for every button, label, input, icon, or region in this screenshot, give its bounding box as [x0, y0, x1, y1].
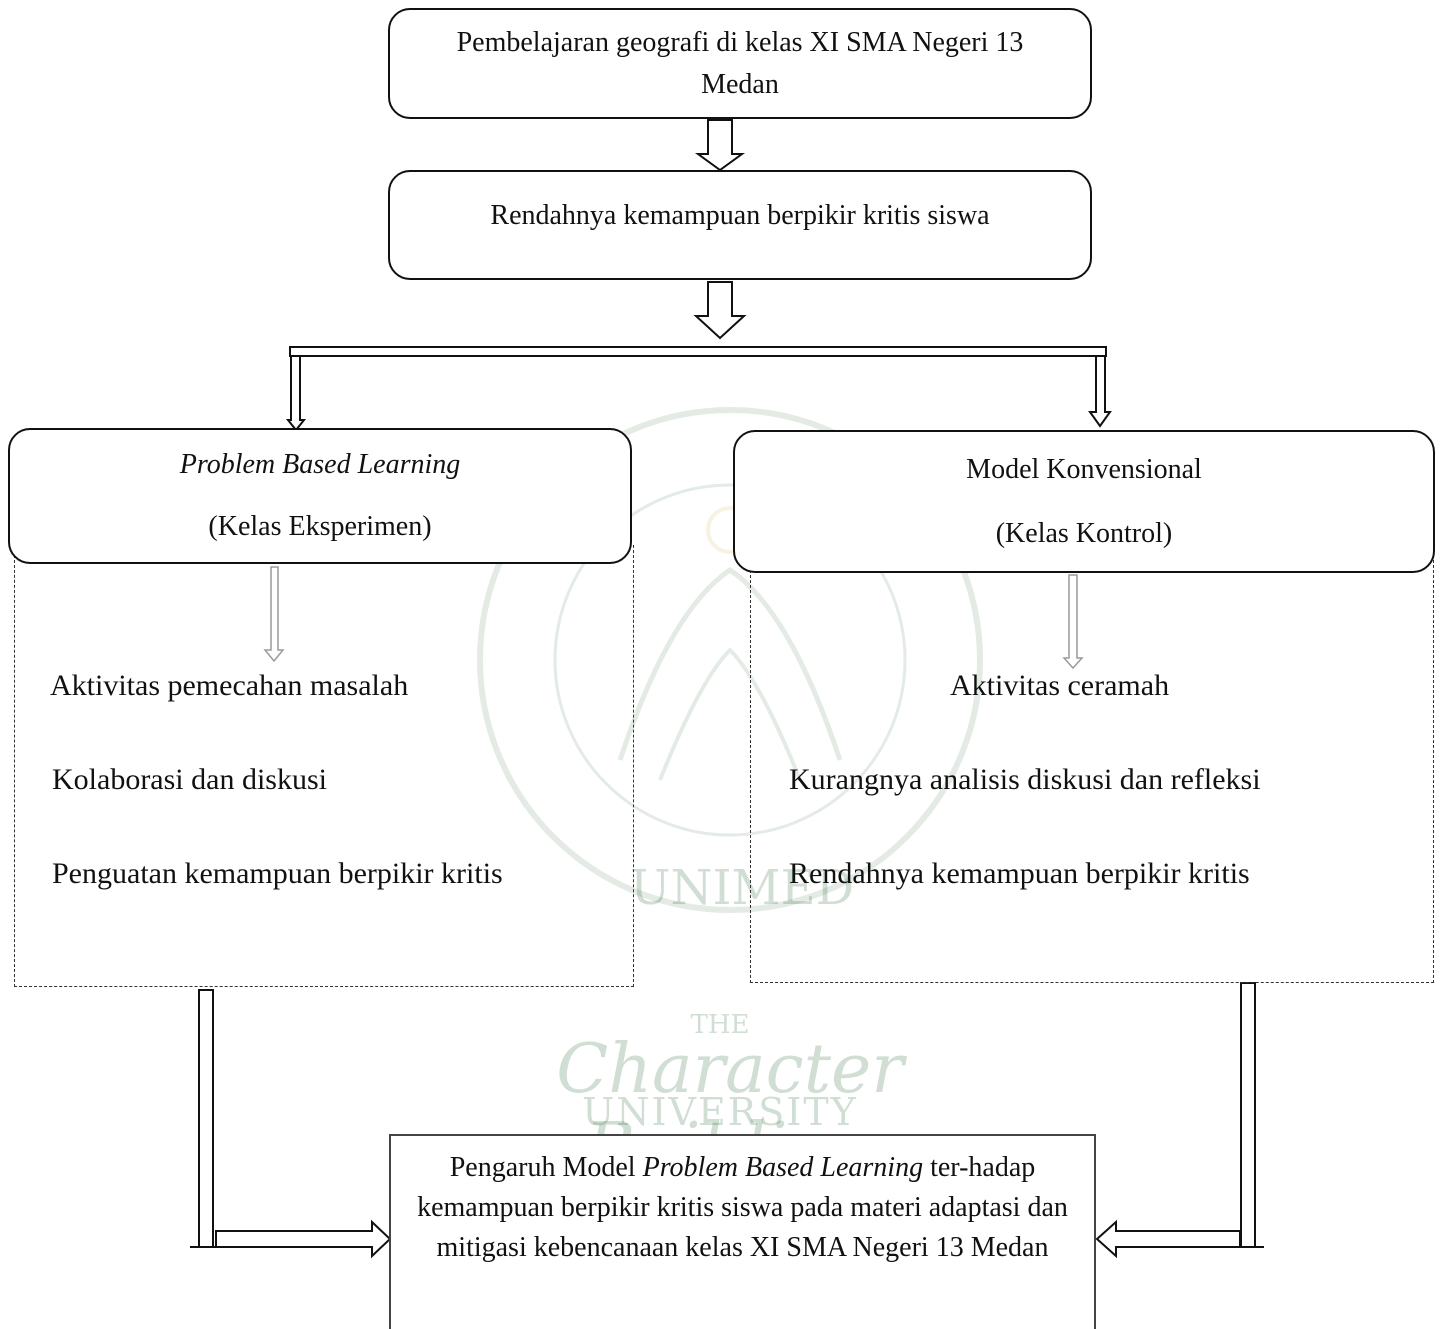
- problem-box: Rendahnya kemampuan berpikir kritis sisw…: [388, 170, 1092, 280]
- conv-title: Model Konvensional: [966, 453, 1202, 485]
- arrow-faint-right: [1062, 574, 1084, 670]
- pbl-subtitle: (Kelas Eksperimen): [208, 511, 432, 542]
- arrow-into-result-left: [215, 1219, 392, 1259]
- arrow-down-2: [693, 281, 747, 340]
- watermark-university: UNIVERSITY: [582, 1090, 858, 1134]
- result-text: Pengaruh Model Problem Based Learning te…: [417, 1148, 1068, 1268]
- conv-item-3: Rendahnya kemampuan berpikir kritis: [789, 857, 1250, 890]
- pbl-item-2: Kolaborasi dan diskusi: [52, 763, 327, 796]
- result-text-model: Problem Based Learning: [642, 1152, 924, 1183]
- context-box: Pembelajaran geografi di kelas XI SMA Ne…: [388, 8, 1092, 119]
- arrow-into-result-right: [1095, 1219, 1241, 1259]
- pbl-box: Problem Based Learning (Kelas Eksperimen…: [8, 428, 632, 564]
- split-bar: [289, 346, 1107, 357]
- conv-box: Model Konvensional (Kelas Kontrol): [733, 430, 1435, 573]
- context-text: Pembelajaran geografi di kelas XI SMA Ne…: [456, 26, 1024, 100]
- result-text-rest: ter-hadap kemampuan berpikir kritis sisw…: [417, 1152, 1068, 1263]
- result-box: Pengaruh Model Problem Based Learning te…: [389, 1134, 1096, 1329]
- problem-text: Rendahnya kemampuan berpikir kritis sisw…: [490, 200, 990, 231]
- arrow-down-1: [694, 119, 746, 172]
- conv-item-2: Kurangnya analisis diskusi dan refleksi: [789, 763, 1261, 796]
- arrow-branch-right: [1088, 355, 1112, 428]
- left-down-bar: [198, 989, 214, 1248]
- pbl-item-3: Penguatan kemampuan berpikir kritis: [52, 857, 503, 890]
- result-text-start: Pengaruh Model: [449, 1152, 643, 1183]
- arrow-branch-left: [285, 355, 307, 432]
- right-down-bar: [1240, 982, 1256, 1248]
- pbl-item-1: Aktivitas pemecahan masalah: [50, 669, 409, 702]
- pbl-title: Problem Based Learning: [179, 449, 461, 480]
- conv-detail-panel: [750, 555, 1434, 983]
- pbl-detail-panel: [14, 545, 634, 987]
- watermark-seal-short: UNIMED: [630, 860, 855, 916]
- conv-subtitle: (Kelas Kontrol): [995, 517, 1173, 549]
- conv-item-1: Aktivitas ceramah: [950, 669, 1170, 702]
- watermark-the: THE: [690, 1010, 750, 1040]
- arrow-faint-left: [263, 566, 285, 663]
